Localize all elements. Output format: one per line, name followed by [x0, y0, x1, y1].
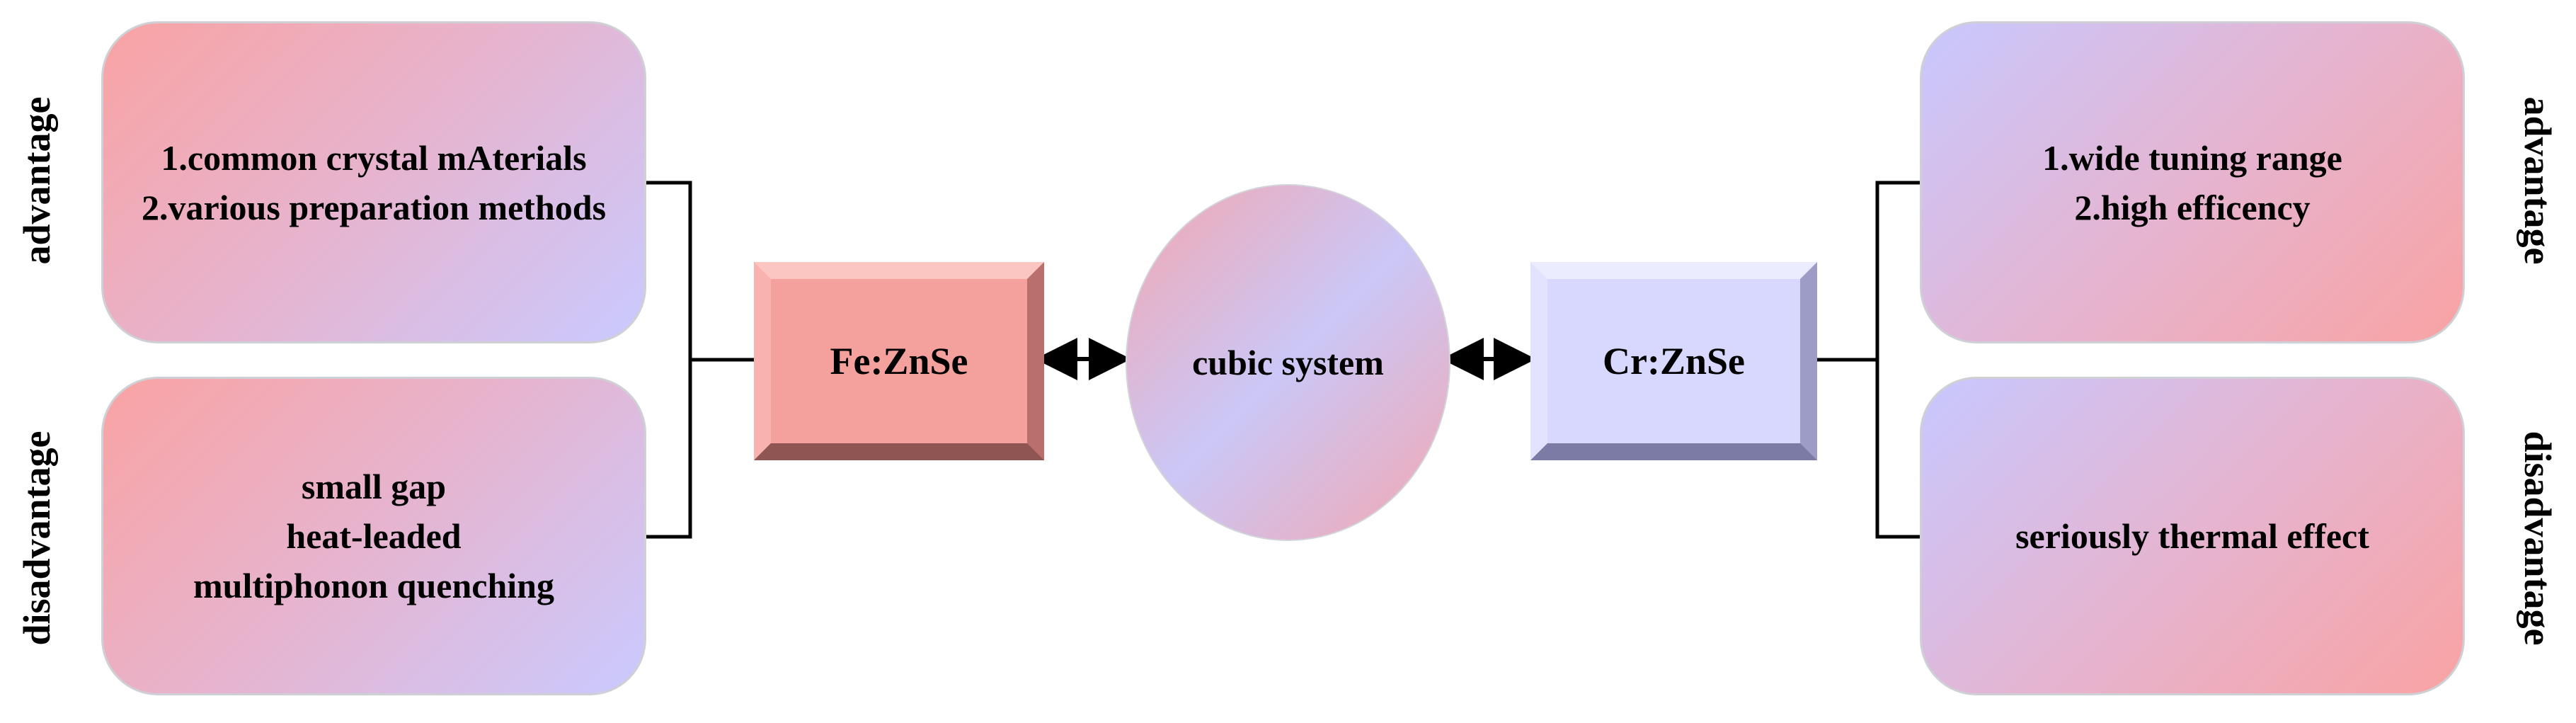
right-disadvantage-label: disadvantage [2517, 431, 2559, 646]
cr-advantage-line-2: 2.high efficency [2074, 187, 2311, 227]
fe-disadvantage-line-1: small gap [301, 467, 447, 506]
cubic-system-label: cubic system [1192, 343, 1384, 382]
cr-znse-box: Cr:ZnSe [1530, 262, 1817, 460]
fe-advantage-box: 1.common crystal mAterials 2.various pre… [101, 21, 646, 343]
fe-disadvantage-box: small gap heat-leaded multiphonon quench… [101, 377, 646, 695]
fe-znse-box: Fe:ZnSe [754, 262, 1044, 460]
left-bracket [646, 181, 692, 539]
fe-disadvantage-line-3: multiphonon quenching [193, 566, 554, 605]
fe-znse-label: Fe:ZnSe [830, 340, 968, 382]
cubic-system-circle: cubic system [1126, 184, 1450, 541]
cr-advantage-box: 1.wide tuning range 2.high efficency [1920, 21, 2465, 343]
fe-advantage-line-1: 1.common crystal mAterials [161, 137, 587, 178]
cr-advantage-line-1: 1.wide tuning range [2042, 137, 2342, 178]
left-disadvantage-label: disadvantage [16, 431, 58, 646]
fe-disadvantage-line-2: heat-leaded [286, 516, 462, 556]
right-advantage-label: advantage [2517, 96, 2559, 265]
right-bracket [1875, 181, 1922, 539]
fe-advantage-line-2: 2.various preparation methods [141, 187, 607, 227]
cr-disadvantage-line-1: seriously thermal effect [2015, 516, 2369, 556]
cr-znse-label: Cr:ZnSe [1603, 340, 1745, 382]
left-advantage-label: advantage [16, 96, 58, 265]
cr-disadvantage-box: seriously thermal effect [1920, 377, 2465, 695]
